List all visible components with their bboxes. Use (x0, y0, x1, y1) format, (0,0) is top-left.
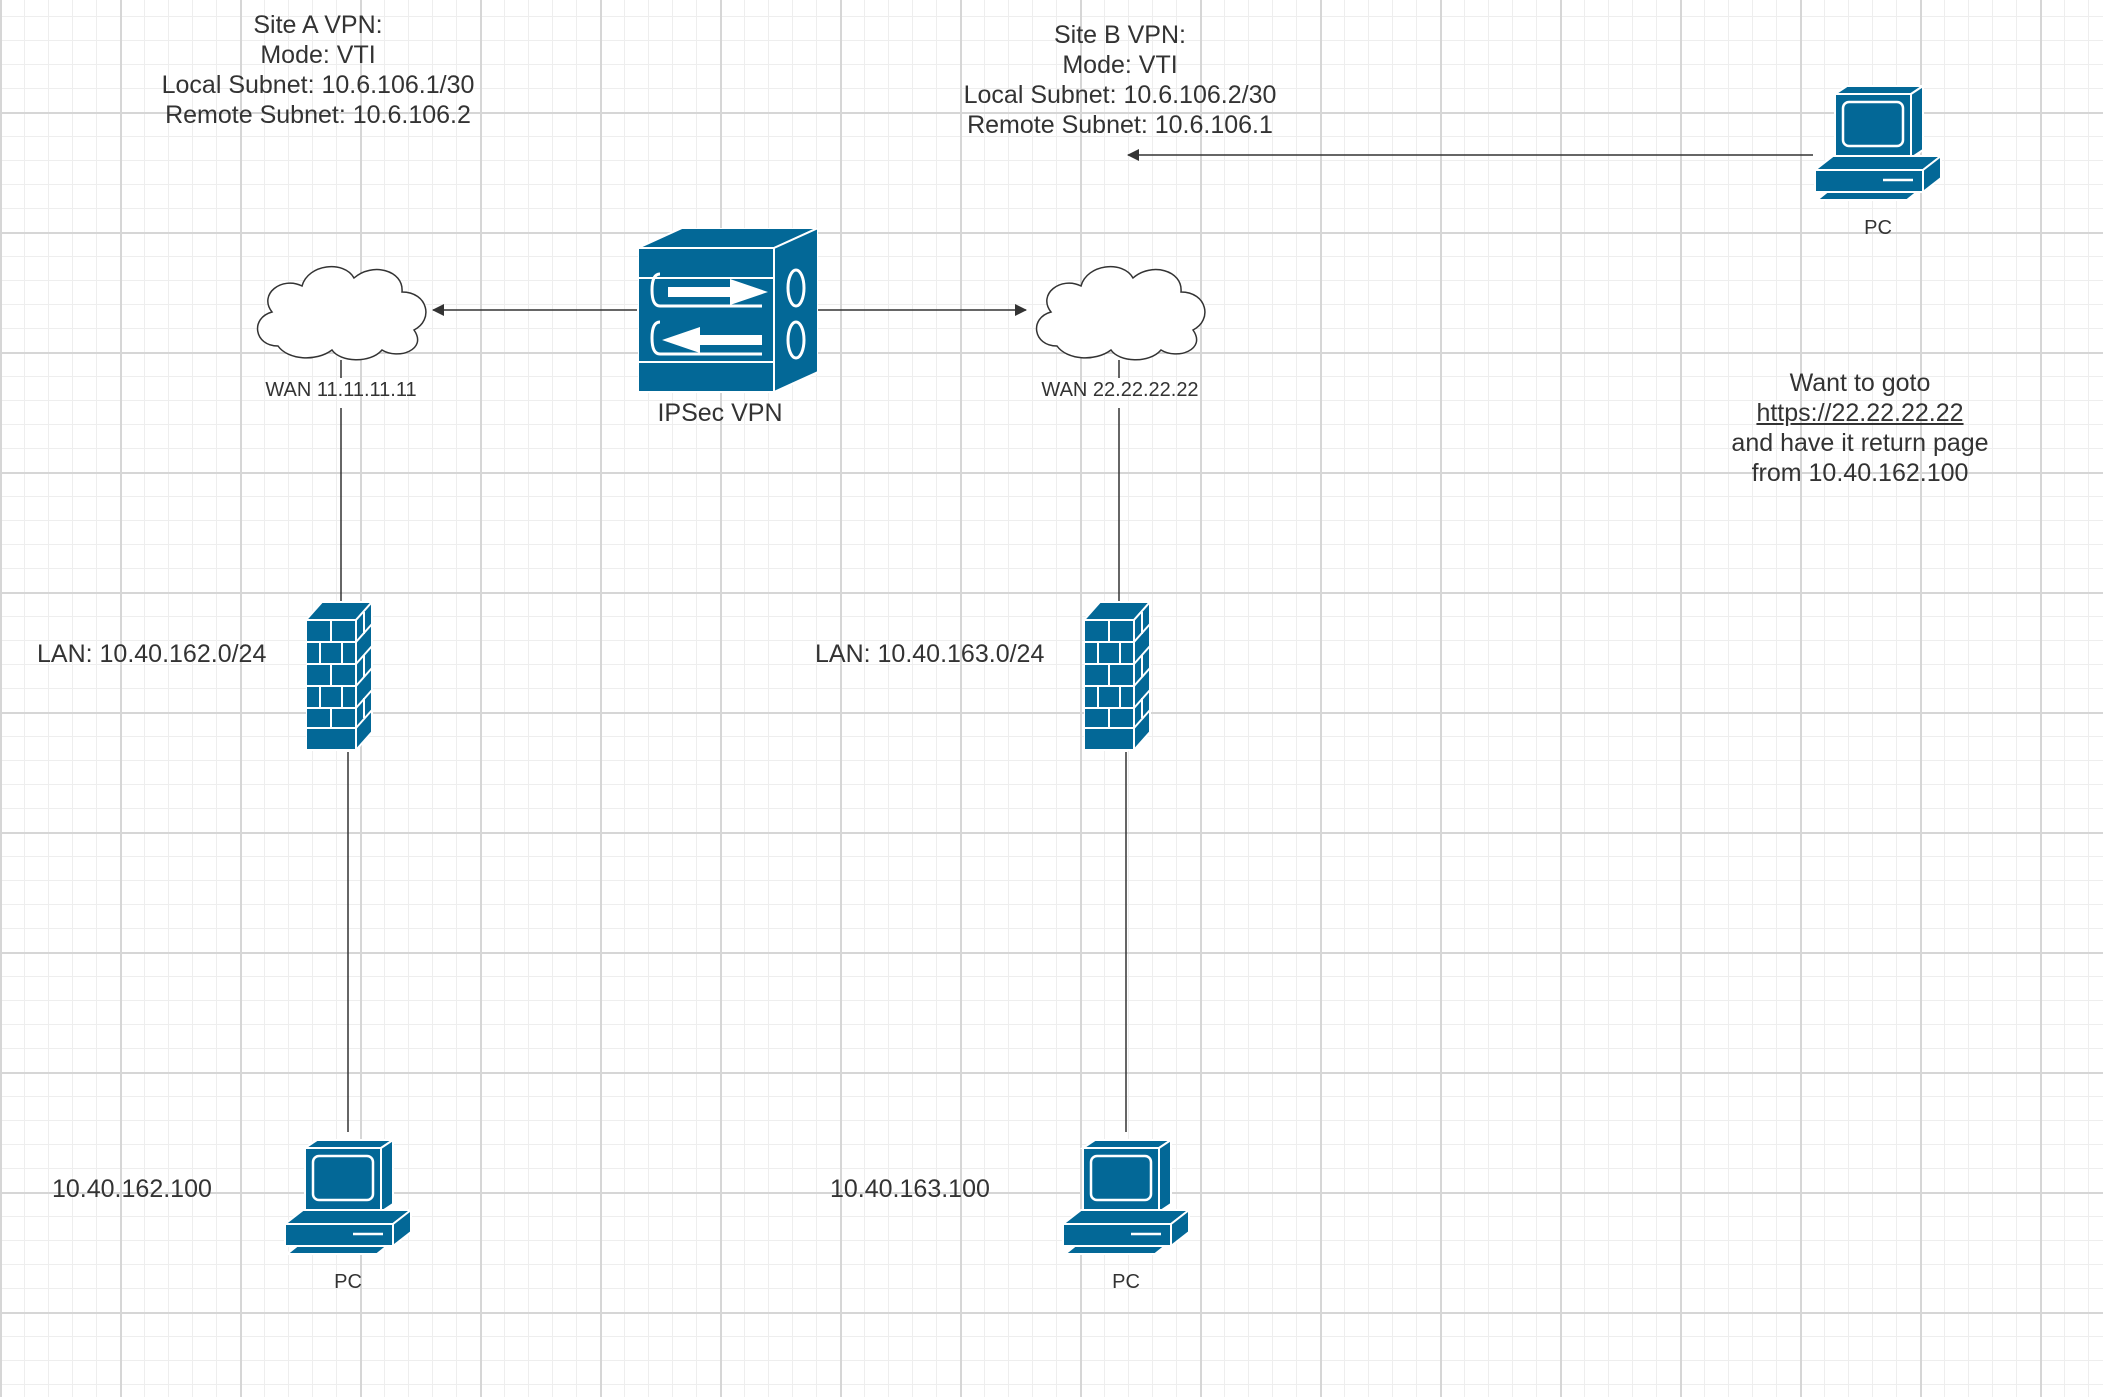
pc-icon[interactable] (1061, 1138, 1191, 1256)
ipsec-vpn-icon[interactable] (638, 228, 818, 394)
pc-b-ip-label: 10.40.163.100 (830, 1175, 990, 1203)
pc-a-label: PC (334, 1271, 362, 1293)
site-a-vpn-remote-subnet: Remote Subnet: 10.6.106.2 (165, 101, 471, 129)
goal-note-line-3: and have it return page (1731, 429, 1989, 457)
lan-a-label: LAN: 10.40.162.0/24 (37, 640, 267, 668)
goal-note: Want to goto https://22.22.22.22 and hav… (1731, 368, 1988, 488)
remote-pc-label: PC (1864, 217, 1892, 239)
site-a-vpn-title: Site A VPN: (253, 11, 383, 39)
cloud-icon[interactable] (248, 254, 434, 364)
goal-note-line-1: Want to goto (1789, 369, 1931, 397)
ipsec-vpn-label: IPSec VPN (657, 399, 783, 427)
wan-b-label: WAN 22.22.22.22 (1041, 379, 1199, 401)
firewall-icon[interactable] (1084, 598, 1152, 752)
firewall-icon[interactable] (306, 598, 374, 752)
site-a-vpn-local-subnet: Local Subnet: 10.6.106.1/30 (161, 71, 475, 99)
goal-note-link[interactable]: https://22.22.22.22 (1756, 399, 1964, 427)
pc-b-label: PC (1112, 1271, 1140, 1293)
lan-b-label: LAN: 10.40.163.0/24 (815, 640, 1045, 668)
pc-icon[interactable] (283, 1138, 413, 1256)
site-b-vpn-mode: Mode: VTI (1062, 51, 1178, 79)
site-b-vpn-config: Site B VPN: Mode: VTI Local Subnet: 10.6… (964, 20, 1277, 140)
site-a-vpn-config: Site A VPN: Mode: VTI Local Subnet: 10.6… (162, 10, 475, 130)
pc-icon[interactable] (1813, 84, 1943, 202)
pc-a-ip-label: 10.40.162.100 (52, 1175, 212, 1203)
goal-note-line-4: from 10.40.162.100 (1751, 459, 1969, 487)
wan-a-label: WAN 11.11.11.11 (265, 379, 417, 401)
site-b-vpn-local-subnet: Local Subnet: 10.6.106.2/30 (963, 81, 1277, 109)
site-b-vpn-title: Site B VPN: (1053, 21, 1186, 49)
site-b-vpn-remote-subnet: Remote Subnet: 10.6.106.1 (967, 111, 1273, 139)
site-a-vpn-mode: Mode: VTI (260, 41, 376, 69)
cloud-icon[interactable] (1027, 254, 1213, 364)
